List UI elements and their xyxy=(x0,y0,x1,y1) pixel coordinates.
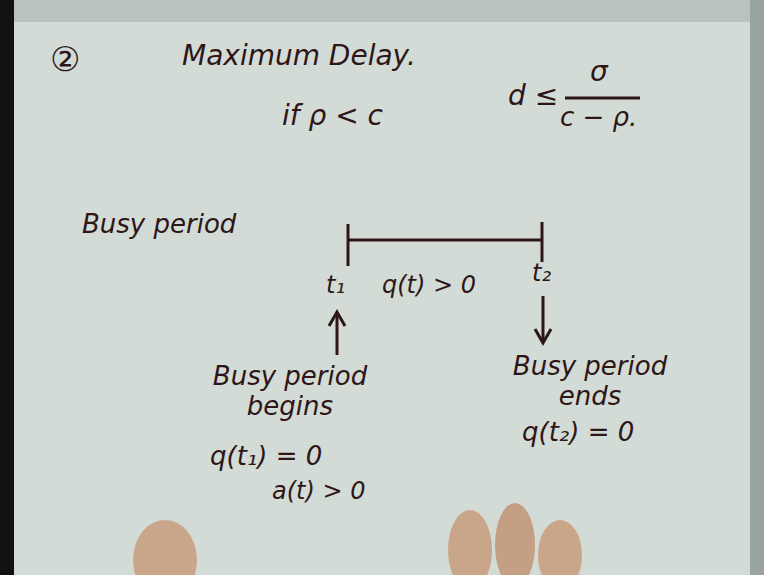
timeline-tick xyxy=(541,222,544,262)
formula-text: d ≤ xyxy=(508,80,558,112)
note-text: Busy period begins xyxy=(200,362,380,422)
condition-text: q(t₂) = 0 xyxy=(522,418,634,448)
callout-number: ② xyxy=(50,40,80,79)
leader-arrow xyxy=(336,314,339,355)
section-label: Busy period xyxy=(82,210,236,240)
condition-text: a(t) > 0 xyxy=(272,478,365,506)
timeline-tick xyxy=(347,224,350,266)
timeline xyxy=(348,239,542,242)
formula-numerator: σ xyxy=(590,56,608,88)
condition-text: q(t₁) = 0 xyxy=(210,442,322,472)
hand-shape xyxy=(133,520,197,575)
note-text: Busy period ends xyxy=(500,352,680,412)
fraction-bar xyxy=(565,97,640,100)
left-edge-strip xyxy=(0,0,14,575)
arrowhead xyxy=(535,329,551,343)
arrowhead xyxy=(329,312,345,326)
board-top-band xyxy=(0,0,764,22)
leader-arrow xyxy=(542,296,545,340)
condition-text: q(t) > 0 xyxy=(382,272,476,300)
heading-text: Maximum Delay. xyxy=(182,40,416,72)
time-label: t₂ xyxy=(532,260,551,288)
right-edge-strip xyxy=(750,0,764,575)
condition-text: if ρ < c xyxy=(282,100,383,132)
hand-shape xyxy=(495,503,535,575)
time-label: t₁ xyxy=(326,272,345,300)
hand-shape xyxy=(448,510,492,575)
hand-shape xyxy=(538,520,582,575)
formula-denominator: c − ρ. xyxy=(560,103,637,133)
